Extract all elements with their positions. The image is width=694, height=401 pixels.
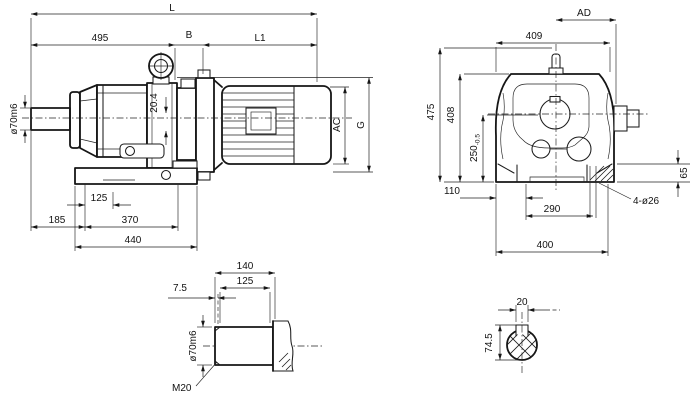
foot-hatch	[589, 165, 614, 182]
dim-409: 409	[526, 31, 543, 42]
end-view-dimensions: AD 409 475 408 250-0.5 110 290	[426, 8, 690, 256]
nameplate	[119, 143, 165, 159]
dim-75: 7.5	[173, 283, 187, 294]
motor-flange	[195, 77, 215, 173]
dim-shaft-dia: ø70m6	[9, 103, 20, 135]
label-bolt-holes: 4-ø26	[633, 196, 660, 207]
dim-495: 495	[92, 33, 109, 44]
end-view: AD 409 475 408 250-0.5 110 290	[426, 8, 690, 256]
dim-400: 400	[537, 240, 554, 251]
side-boss-inner	[626, 109, 640, 128]
dim-250: 250-0.5	[469, 134, 482, 162]
dim-detail-dia: ø70m6	[188, 330, 199, 362]
dim-AC: AC	[332, 118, 343, 132]
neck	[176, 87, 197, 161]
side-boss-outer	[613, 105, 628, 132]
side-view: L 495 B L1 ø70m6 20.4 AC G	[9, 3, 373, 251]
dim-20: 20	[516, 297, 528, 308]
bore-keyway	[549, 95, 561, 103]
dim-L: L	[169, 3, 175, 14]
dim-AD: AD	[577, 8, 591, 19]
dim-B: B	[186, 30, 193, 41]
cover-contour	[512, 83, 590, 149]
shaft-hub	[69, 91, 81, 149]
side-view-dimensions: L 495 B L1 ø70m6 20.4 AC G	[9, 3, 373, 251]
dim-745: 74.5	[484, 333, 495, 353]
bell-cone	[79, 84, 98, 158]
dim-185: 185	[49, 215, 66, 226]
dim-370: 370	[122, 215, 139, 226]
output-shaft	[30, 107, 71, 131]
dim-290: 290	[544, 204, 561, 215]
dim-65: 65	[679, 167, 690, 179]
dim-110: 110	[444, 186, 460, 197]
dim-d125: 125	[237, 276, 254, 287]
dim-440: 440	[125, 235, 142, 246]
shaft-cross-section: 20 74.5	[484, 297, 560, 375]
dim-125: 125	[91, 193, 108, 204]
dim-L1: L1	[254, 33, 266, 44]
label-thread: M20	[172, 383, 192, 394]
dim-475: 475	[426, 103, 437, 120]
end-housing	[494, 73, 616, 183]
dim-G: G	[356, 121, 367, 129]
dim-204: 20.4	[149, 93, 160, 113]
detail-shaft	[214, 326, 274, 366]
shaft-detail: 140 125 7.5 ø70m6 M20	[168, 261, 322, 394]
section-dimensions: 20 74.5	[484, 297, 560, 361]
mounting-foot	[74, 167, 198, 185]
mating-hub	[272, 320, 294, 372]
dim-140: 140	[237, 261, 254, 272]
housing-bolt	[124, 145, 136, 157]
shaft-detail-dimensions: 140 125 7.5 ø70m6 M20	[168, 261, 276, 394]
foot-bolt-hole	[160, 169, 172, 181]
dim-408: 408	[446, 106, 457, 123]
